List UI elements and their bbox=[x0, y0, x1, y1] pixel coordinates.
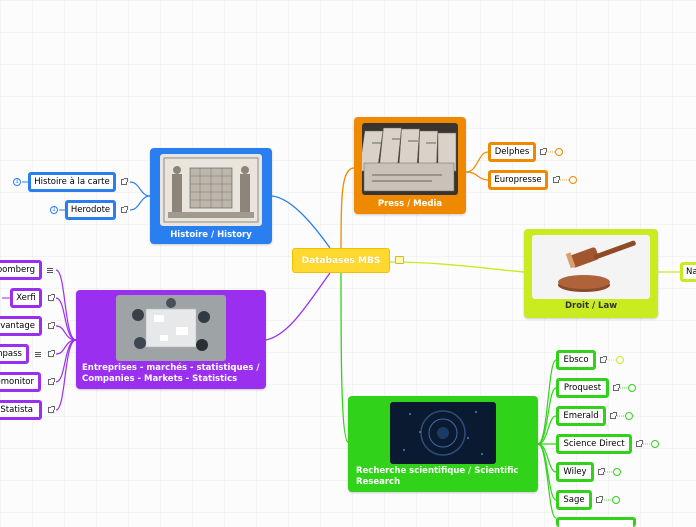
branch-label: Recherche scientifique / Scientific Rese… bbox=[356, 466, 530, 488]
note-icon[interactable] bbox=[569, 176, 577, 184]
leaf-ebsco[interactable]: Ebsco bbox=[556, 350, 596, 370]
leaf-recherche-more[interactable] bbox=[556, 517, 636, 527]
external-link-icon[interactable] bbox=[540, 149, 546, 155]
note-icon[interactable] bbox=[616, 356, 624, 364]
leaf-europresse[interactable]: Europresse bbox=[488, 170, 548, 190]
leaf-droit-na[interactable]: Na bbox=[680, 262, 696, 282]
note-icon[interactable] bbox=[555, 148, 563, 156]
note-icon[interactable] bbox=[613, 468, 621, 476]
leaf-science-direct[interactable]: Science Direct bbox=[556, 434, 632, 454]
external-link-icon[interactable] bbox=[598, 469, 604, 475]
note-icon[interactable] bbox=[612, 496, 620, 504]
external-link-icon[interactable] bbox=[48, 407, 54, 413]
external-link-icon[interactable] bbox=[553, 177, 559, 183]
leaf-histoire-a-la-carte[interactable]: Histoire à la carte bbox=[28, 172, 116, 192]
external-link-icon[interactable] bbox=[596, 497, 602, 503]
leaf-proquest[interactable]: Proquest bbox=[556, 378, 609, 398]
external-link-icon[interactable] bbox=[48, 351, 54, 357]
central-topic-label: Databases MBS bbox=[302, 256, 381, 266]
leaf-xerfi[interactable]: Xerfi bbox=[10, 288, 42, 308]
external-link-icon[interactable] bbox=[121, 207, 127, 213]
branch-label: Droit / Law bbox=[524, 301, 658, 312]
leaf-advantage[interactable]: dvantage bbox=[0, 316, 42, 336]
external-link-icon[interactable] bbox=[121, 179, 127, 185]
external-link-icon[interactable] bbox=[636, 441, 642, 447]
leaf-bloomberg[interactable]: oomberg bbox=[0, 260, 42, 280]
external-link-icon[interactable] bbox=[48, 323, 54, 329]
branch-press-media[interactable]: Press / Media bbox=[354, 117, 466, 214]
branch-label: Histoire / History bbox=[150, 230, 272, 241]
note-icon[interactable] bbox=[651, 440, 659, 448]
branch-label: Entreprises - marchés - statistiques / C… bbox=[82, 363, 260, 385]
leaf-emerald[interactable]: Emerald bbox=[556, 406, 606, 426]
external-link-icon[interactable] bbox=[48, 295, 54, 301]
leaf-euromonitor[interactable]: omonitor bbox=[0, 372, 41, 392]
external-link-icon[interactable] bbox=[600, 357, 606, 363]
leaf-herodote[interactable]: Herodote bbox=[65, 200, 116, 220]
leaf-compass[interactable]: npass bbox=[0, 344, 29, 364]
external-link-icon[interactable] bbox=[613, 385, 619, 391]
historical-engraving-image bbox=[160, 154, 262, 226]
external-link-icon[interactable] bbox=[610, 413, 616, 419]
note-icon[interactable]: 1 bbox=[13, 178, 21, 186]
branch-label: Press / Media bbox=[354, 199, 466, 210]
gavel-image bbox=[532, 235, 650, 299]
meeting-image bbox=[116, 295, 226, 361]
newspapers-image bbox=[362, 123, 458, 195]
menu-icon[interactable] bbox=[47, 268, 53, 273]
note-icon[interactable]: 1 bbox=[50, 206, 58, 214]
leaf-sage[interactable]: Sage bbox=[556, 490, 592, 510]
leaf-delphes[interactable]: Delphes bbox=[488, 142, 536, 162]
note-icon[interactable] bbox=[625, 412, 633, 420]
menu-icon[interactable] bbox=[35, 352, 41, 357]
branch-entreprises[interactable]: Entreprises - marchés - statistiques / C… bbox=[76, 290, 266, 389]
branch-histoire-history[interactable]: Histoire / History bbox=[150, 148, 272, 244]
branch-recherche-scientifique[interactable]: Recherche scientifique / Scientific Rese… bbox=[348, 396, 538, 492]
branch-droit-law[interactable]: Droit / Law bbox=[524, 229, 658, 318]
network-image bbox=[390, 402, 496, 464]
leaf-statista[interactable]: Statista bbox=[0, 400, 42, 420]
leaf-wiley[interactable]: Wiley bbox=[556, 462, 594, 482]
central-topic[interactable]: Databases MBS bbox=[292, 248, 390, 273]
attachment-icon[interactable] bbox=[395, 256, 404, 264]
note-icon[interactable] bbox=[628, 384, 636, 392]
external-link-icon[interactable] bbox=[48, 379, 54, 385]
